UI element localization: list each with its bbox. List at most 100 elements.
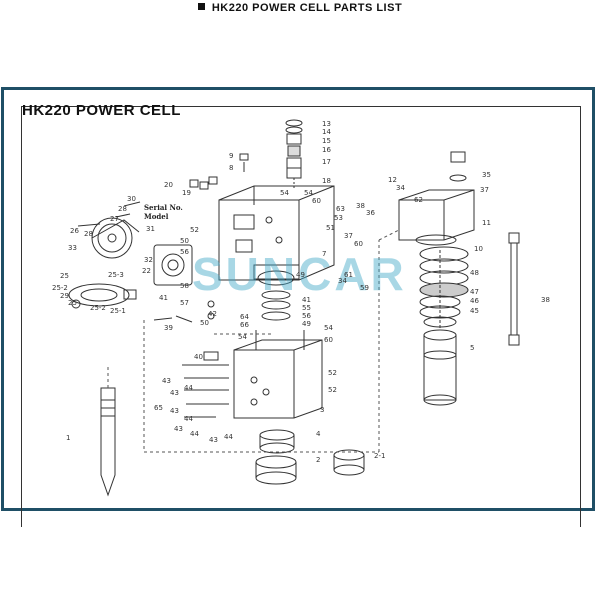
callout-2: 2 [316, 456, 320, 464]
callout-28: 28 [118, 205, 127, 213]
callout-66: 66 [240, 321, 249, 329]
callout-49: 49 [302, 320, 311, 328]
callout-46: 46 [470, 297, 479, 305]
callout-61: 61 [344, 271, 353, 279]
callout-22: 22 [142, 267, 151, 275]
callout-34a: 34 [338, 277, 347, 285]
callout-44d: 44 [224, 433, 233, 441]
valve-body-part [218, 185, 335, 321]
callout-39: 39 [164, 324, 173, 332]
valve-stack-part [285, 119, 303, 190]
callout-9: 9 [229, 152, 233, 160]
callout-7: 7 [322, 250, 326, 258]
callout-13: 13 [322, 120, 331, 128]
callout-42: 42 [208, 310, 217, 318]
callout-5: 5 [470, 344, 474, 352]
callout-2-1: 2-1 [374, 452, 385, 460]
callout-54b: 54 [304, 189, 313, 197]
callout-10: 10 [474, 245, 483, 253]
exploded-view-drawing: SUNCAR Serial No. Model 13 14 15 16 17 1… [52, 119, 550, 497]
bushing-part [255, 429, 365, 485]
callout-27: 27 [110, 215, 119, 223]
header-title: HK220 POWER CELL PARTS LIST [211, 2, 403, 14]
callout-49b: 49 [296, 271, 305, 279]
callout-19: 19 [182, 189, 191, 197]
small-fittings-part [77, 153, 249, 323]
callout-33: 33 [68, 244, 77, 252]
drawing-sheet [21, 106, 581, 527]
callout-30: 30 [127, 195, 136, 203]
callout-51: 51 [326, 224, 335, 232]
callout-59: 59 [360, 284, 369, 292]
callout-54: 54 [280, 189, 289, 197]
callout-43b: 43 [170, 389, 179, 397]
callout-34: 34 [396, 184, 405, 192]
callout-16: 16 [322, 146, 331, 154]
callout-12: 12 [388, 176, 397, 184]
callout-43: 43 [162, 377, 171, 385]
callout-52b: 52 [328, 386, 337, 394]
callout-58: 58 [180, 282, 189, 290]
watermark: SUNCAR [192, 248, 407, 300]
callout-64: 64 [240, 313, 249, 321]
model-label: Model [144, 212, 169, 221]
callout-62: 62 [414, 196, 423, 204]
callout-18: 18 [322, 177, 331, 185]
callout-8: 8 [229, 164, 233, 172]
callout-38b: 38 [541, 296, 550, 304]
callout-60: 60 [312, 197, 321, 205]
serial-label: Serial No. [144, 203, 183, 212]
callout-43d: 43 [174, 425, 183, 433]
callout-43e: 43 [209, 436, 218, 444]
callout-25-2b: 25-2 [90, 304, 106, 312]
callout-57: 57 [180, 299, 189, 307]
front-head-part [182, 330, 323, 419]
callout-47: 47 [470, 288, 479, 296]
callout-37: 37 [344, 232, 353, 240]
callout-63: 63 [336, 205, 345, 213]
cylinder-head-part [398, 151, 475, 406]
callout-54c: 54 [238, 333, 247, 341]
callout-31: 31 [146, 225, 155, 233]
callout-54d: 54 [324, 324, 333, 332]
diagram-title: HK220 POWER CELL [22, 102, 181, 119]
callout-53: 53 [334, 214, 343, 222]
callout-56: 56 [180, 248, 189, 256]
through-bolt-part [508, 232, 520, 346]
callout-32: 32 [144, 256, 153, 264]
callout-52a: 52 [190, 226, 199, 234]
square-bullet-icon [197, 3, 205, 10]
callout-20: 20 [164, 181, 173, 189]
callout-17: 17 [322, 158, 331, 166]
callout-25-1: 25-1 [110, 307, 126, 315]
chisel-part [100, 387, 116, 497]
callout-11: 11 [482, 219, 491, 227]
callout-26: 26 [70, 227, 79, 235]
parts-list-header: HK220 POWER CELL PARTS LIST [0, 2, 600, 14]
callout-37b: 37 [480, 186, 489, 194]
callout-35: 35 [482, 171, 491, 179]
callout-65: 65 [154, 404, 163, 412]
callout-14: 14 [322, 128, 331, 136]
callout-52: 52 [328, 369, 337, 377]
diagram-frame: HK220 POWER CELL [1, 87, 595, 527]
callout-60b: 60 [354, 240, 363, 248]
callout-36: 36 [366, 209, 375, 217]
leader-lines [107, 229, 400, 453]
callout-29: 29 [60, 292, 69, 300]
callout-56b: 56 [302, 312, 311, 320]
side-valve-part [68, 217, 193, 309]
callout-40: 40 [194, 353, 203, 361]
callout-1: 1 [66, 434, 70, 442]
callout-28b: 28 [84, 230, 93, 238]
callout-44b: 44 [184, 415, 193, 423]
callout-44: 44 [184, 384, 193, 392]
callout-41b: 41 [302, 296, 311, 304]
callout-55: 55 [302, 304, 311, 312]
callout-38: 38 [356, 202, 365, 210]
callout-44c: 44 [190, 430, 199, 438]
callout-43c: 43 [170, 407, 179, 415]
callout-25b: 25 [68, 299, 77, 307]
callout-45: 45 [470, 307, 479, 315]
callout-25: 25 [60, 272, 69, 280]
